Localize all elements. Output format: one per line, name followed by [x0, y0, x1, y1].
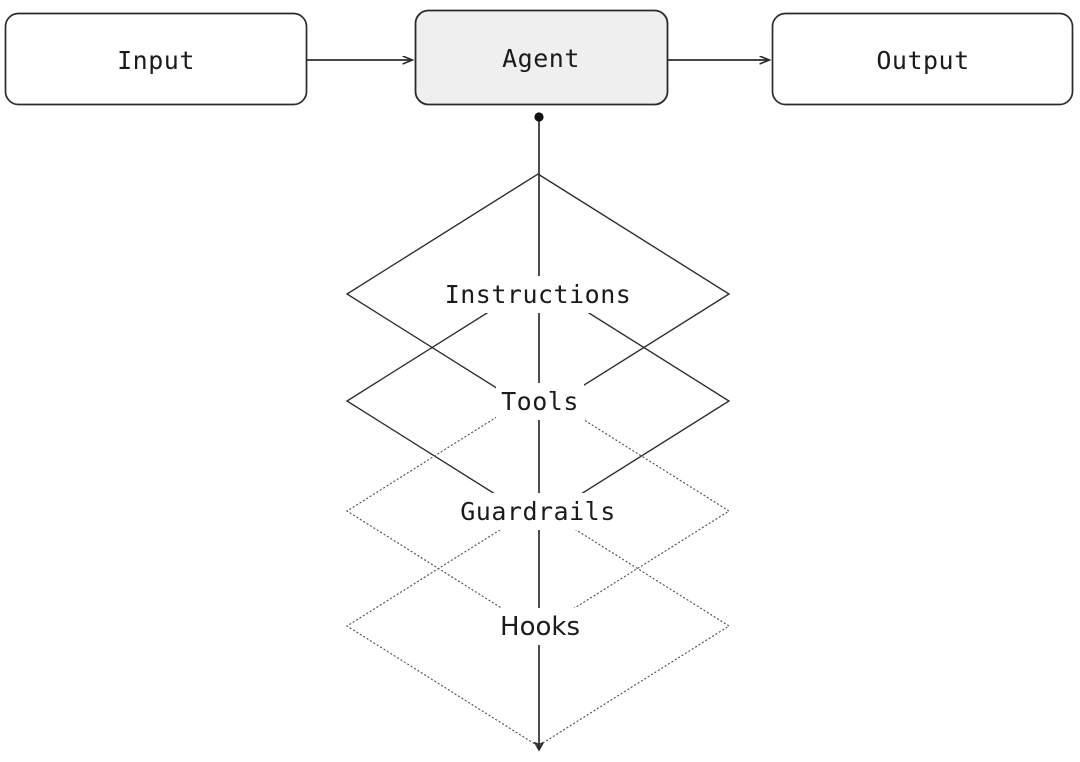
instructions-label-plate: [437, 276, 640, 313]
layer-stack: [345, 173, 731, 747]
hooks-diamond-shape: [345, 505, 731, 747]
layer-hooks[interactable]: [345, 505, 731, 747]
guardrails-diamond-shape: [345, 390, 731, 632]
hooks-label-plate: [492, 608, 588, 645]
output-box-shape: [771, 12, 1074, 106]
layer-label-guardrails-group: Guardrails: [452, 493, 624, 530]
agent-components-spine: [534, 112, 543, 750]
tools-label: Tools: [501, 387, 579, 416]
input-box-label: Input: [117, 46, 195, 75]
agent-box-shape: [414, 9, 669, 106]
tools-label-plate: [496, 383, 584, 420]
node-agent[interactable]: Agent: [414, 9, 669, 106]
guardrails-label-plate: [452, 493, 624, 530]
node-input[interactable]: Input: [4, 12, 308, 106]
instructions-label: Instructions: [445, 280, 632, 309]
hooks-label: Hooks: [500, 612, 580, 642]
flow-row: Input Agent Output: [4, 9, 1074, 106]
layer-label-tools-group: Tools: [496, 383, 584, 420]
layer-guardrails[interactable]: [345, 390, 731, 632]
input-box-shape: [4, 12, 308, 106]
node-output[interactable]: Output: [771, 12, 1074, 106]
layer-label-instructions-group: Instructions: [437, 276, 640, 313]
guardrails-label: Guardrails: [460, 497, 616, 526]
layer-labels: Instructions Tools Guardrails Hooks: [437, 276, 640, 645]
layer-label-hooks-group: Hooks: [492, 608, 588, 645]
output-box-label: Output: [876, 46, 969, 75]
agent-box-label: Agent: [502, 44, 580, 73]
spine-origin-dot: [534, 112, 544, 122]
